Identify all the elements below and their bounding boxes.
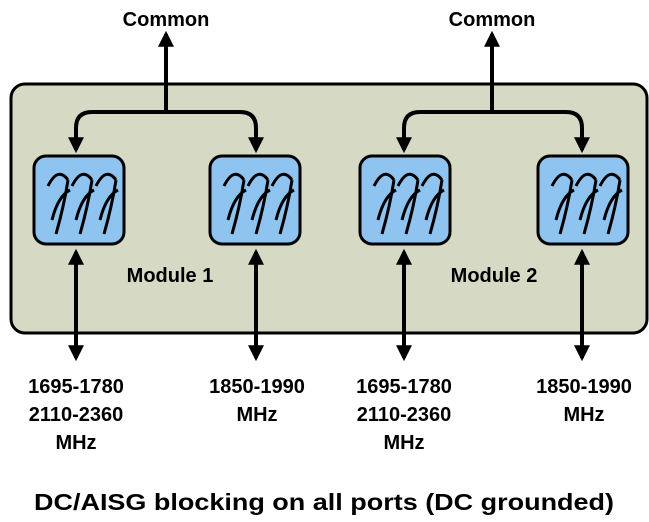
module-label-1: Module 1 xyxy=(127,265,214,287)
filter-icon xyxy=(208,154,302,246)
port-label-m1-left-line3: MHz xyxy=(55,432,96,454)
port-label-m1-right-line2: MHz xyxy=(236,404,277,426)
port-label-m2-left-line1: 1695-1780 xyxy=(356,376,452,398)
filter-icon xyxy=(32,154,126,246)
caption: DC/AISG blocking on all ports (DC ground… xyxy=(34,489,614,515)
common-port-2: Common xyxy=(396,9,590,154)
module-label-2: Module 2 xyxy=(451,265,538,287)
filter-icon xyxy=(358,154,452,246)
port-label-m2-left-line3: MHz xyxy=(383,432,424,454)
port-label-m1-left-line2: 2110-2360 xyxy=(29,404,124,426)
port-label-m2-right-line2: MHz xyxy=(563,404,604,426)
filter-icon xyxy=(536,154,630,246)
common-label-1: Common xyxy=(123,9,210,31)
port-label-m2-right-line1: 1850-1990 xyxy=(536,376,632,398)
common-port-1: Common xyxy=(68,9,264,154)
port-label-m1-right-line1: 1850-1990 xyxy=(209,376,305,398)
common-label-2: Common xyxy=(449,9,536,31)
port-label-m2-left-line2: 2110-2360 xyxy=(357,404,452,426)
port-label-m1-left-line1: 1695-1780 xyxy=(28,376,124,398)
